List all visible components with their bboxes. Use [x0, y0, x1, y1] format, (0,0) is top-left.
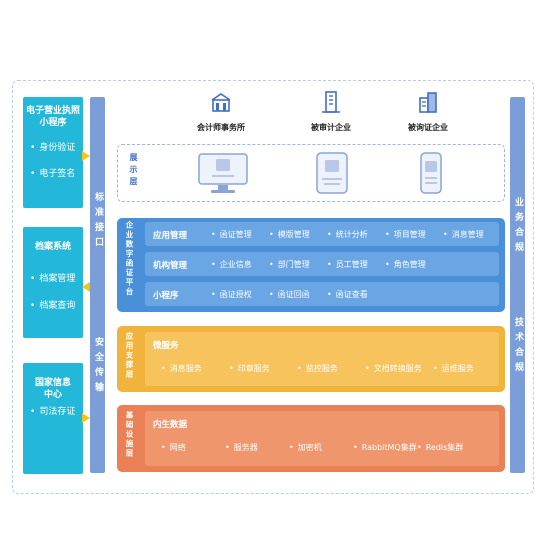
- row-item: 消息服务: [161, 363, 202, 374]
- entity-label: 会计师事务所: [197, 123, 245, 132]
- entity-label: 被审计企业: [311, 123, 351, 132]
- left-system-business-license: 电子营业执照 小程序 身份验证 电子签名: [23, 97, 83, 208]
- row-item: 项目管理: [385, 229, 426, 240]
- left-system-national-info-center: 国家信息 中心 司法存证: [23, 363, 83, 474]
- row-item: Redis集群: [417, 442, 464, 453]
- left-system-title: 国家信息 中心: [34, 378, 71, 400]
- layer-label: 展示层: [129, 153, 138, 189]
- entity-confirmed-company: 被询证企业: [383, 90, 473, 133]
- row-item: 消息管理: [443, 229, 484, 240]
- entity-label: 被询证企业: [408, 123, 448, 132]
- row-item: 统计分析: [327, 229, 368, 240]
- left-system-item: 电子签名: [30, 169, 75, 180]
- entity-accounting-firm: 会计师事务所: [176, 90, 266, 133]
- display-layer: 展示层: [117, 144, 505, 202]
- row-item: 印章服务: [229, 363, 270, 374]
- bar-label-bottom: 安全传输: [93, 337, 103, 397]
- bar-label-bottom: 技术合规: [513, 317, 523, 377]
- layer-label: 基础设施层: [125, 411, 134, 459]
- row-item: 服务器: [225, 442, 258, 453]
- compliance-bar: 业务合规 技术合规: [510, 97, 525, 473]
- platform-row-miniapp: 小程序 函证授权 函证回函 函证查看: [145, 282, 499, 306]
- bar-label-top: 标准接口: [93, 192, 103, 252]
- left-system-title: 档案系统: [34, 242, 71, 252]
- row-item: 企业信息: [211, 259, 252, 270]
- architecture-frame: [12, 80, 534, 494]
- row-title: 小程序: [153, 291, 179, 301]
- office-buildings-icon: [419, 92, 437, 113]
- left-system-item: 司法存证: [30, 407, 75, 418]
- row-item: 函证管理: [211, 229, 252, 240]
- left-system-archive: 档案系统 档案管理 档案查询: [23, 227, 83, 338]
- row-item: 模版管理: [269, 229, 310, 240]
- row-title: 应用管理: [153, 231, 188, 241]
- left-system-title: 电子营业执照 小程序: [25, 106, 80, 128]
- layer-label: 应用支撑层: [125, 332, 134, 380]
- office-tower-icon: [322, 91, 340, 113]
- row-item: 函证授权: [211, 289, 252, 300]
- phone-icon: [420, 152, 442, 194]
- arrow-left-icon: [82, 282, 90, 292]
- row-item: 网络: [161, 442, 186, 453]
- tablet-icon: [316, 152, 348, 194]
- infra-layer: 基础设施层 内生数据 网络 服务器 加密机 RabbitMQ集群Redis集群: [117, 405, 505, 472]
- row-item: 运维服务: [433, 363, 474, 374]
- infra-row: 内生数据 网络 服务器 加密机 RabbitMQ集群Redis集群: [145, 411, 499, 466]
- row-item: 文档转换服务: [365, 363, 422, 374]
- arrow-right-icon: [82, 413, 90, 423]
- bar-label-top: 业务合规: [513, 197, 523, 257]
- left-system-item: 身份验证: [30, 143, 75, 154]
- row-title: 内生数据: [153, 420, 188, 430]
- layer-label: 企业数字函证平台: [125, 221, 134, 297]
- row-title: 微服务: [153, 341, 179, 351]
- platform-row-org: 机构管理 企业信息 部门管理 员工管理 角色管理: [145, 252, 499, 276]
- bank-building-icon: [211, 93, 231, 112]
- row-title: 机构管理: [153, 261, 188, 271]
- row-item: 函证回函: [269, 289, 310, 300]
- arrow-right-icon: [82, 151, 90, 161]
- platform-layer: 企业数字函证平台 应用管理 函证管理 模版管理 统计分析 项目管理 消息管理 机构管理 …: [117, 218, 505, 312]
- support-layer: 应用支撑层 微服务 消息服务 印章服务 监控服务 文档转换服务运维服务: [117, 326, 505, 392]
- platform-row-app: 应用管理 函证管理 模版管理 统计分析 项目管理 消息管理: [145, 222, 499, 246]
- left-system-item: 档案查询: [30, 301, 75, 312]
- row-item: 部门管理: [269, 259, 310, 270]
- row-item: 函证查看: [327, 289, 368, 300]
- row-item: 监控服务: [297, 363, 338, 374]
- entity-audited-company: 被审计企业: [286, 90, 376, 133]
- support-row: 微服务 消息服务 印章服务 监控服务 文档转换服务运维服务: [145, 332, 499, 386]
- left-system-item: 档案管理: [30, 274, 75, 285]
- row-item: RabbitMQ集群: [353, 442, 417, 453]
- row-item: 员工管理: [327, 259, 368, 270]
- standard-interface-bar: 标准接口 安全传输: [90, 97, 105, 473]
- row-item: 加密机: [289, 442, 322, 453]
- row-item: 角色管理: [385, 259, 426, 270]
- monitor-icon: [198, 153, 248, 193]
